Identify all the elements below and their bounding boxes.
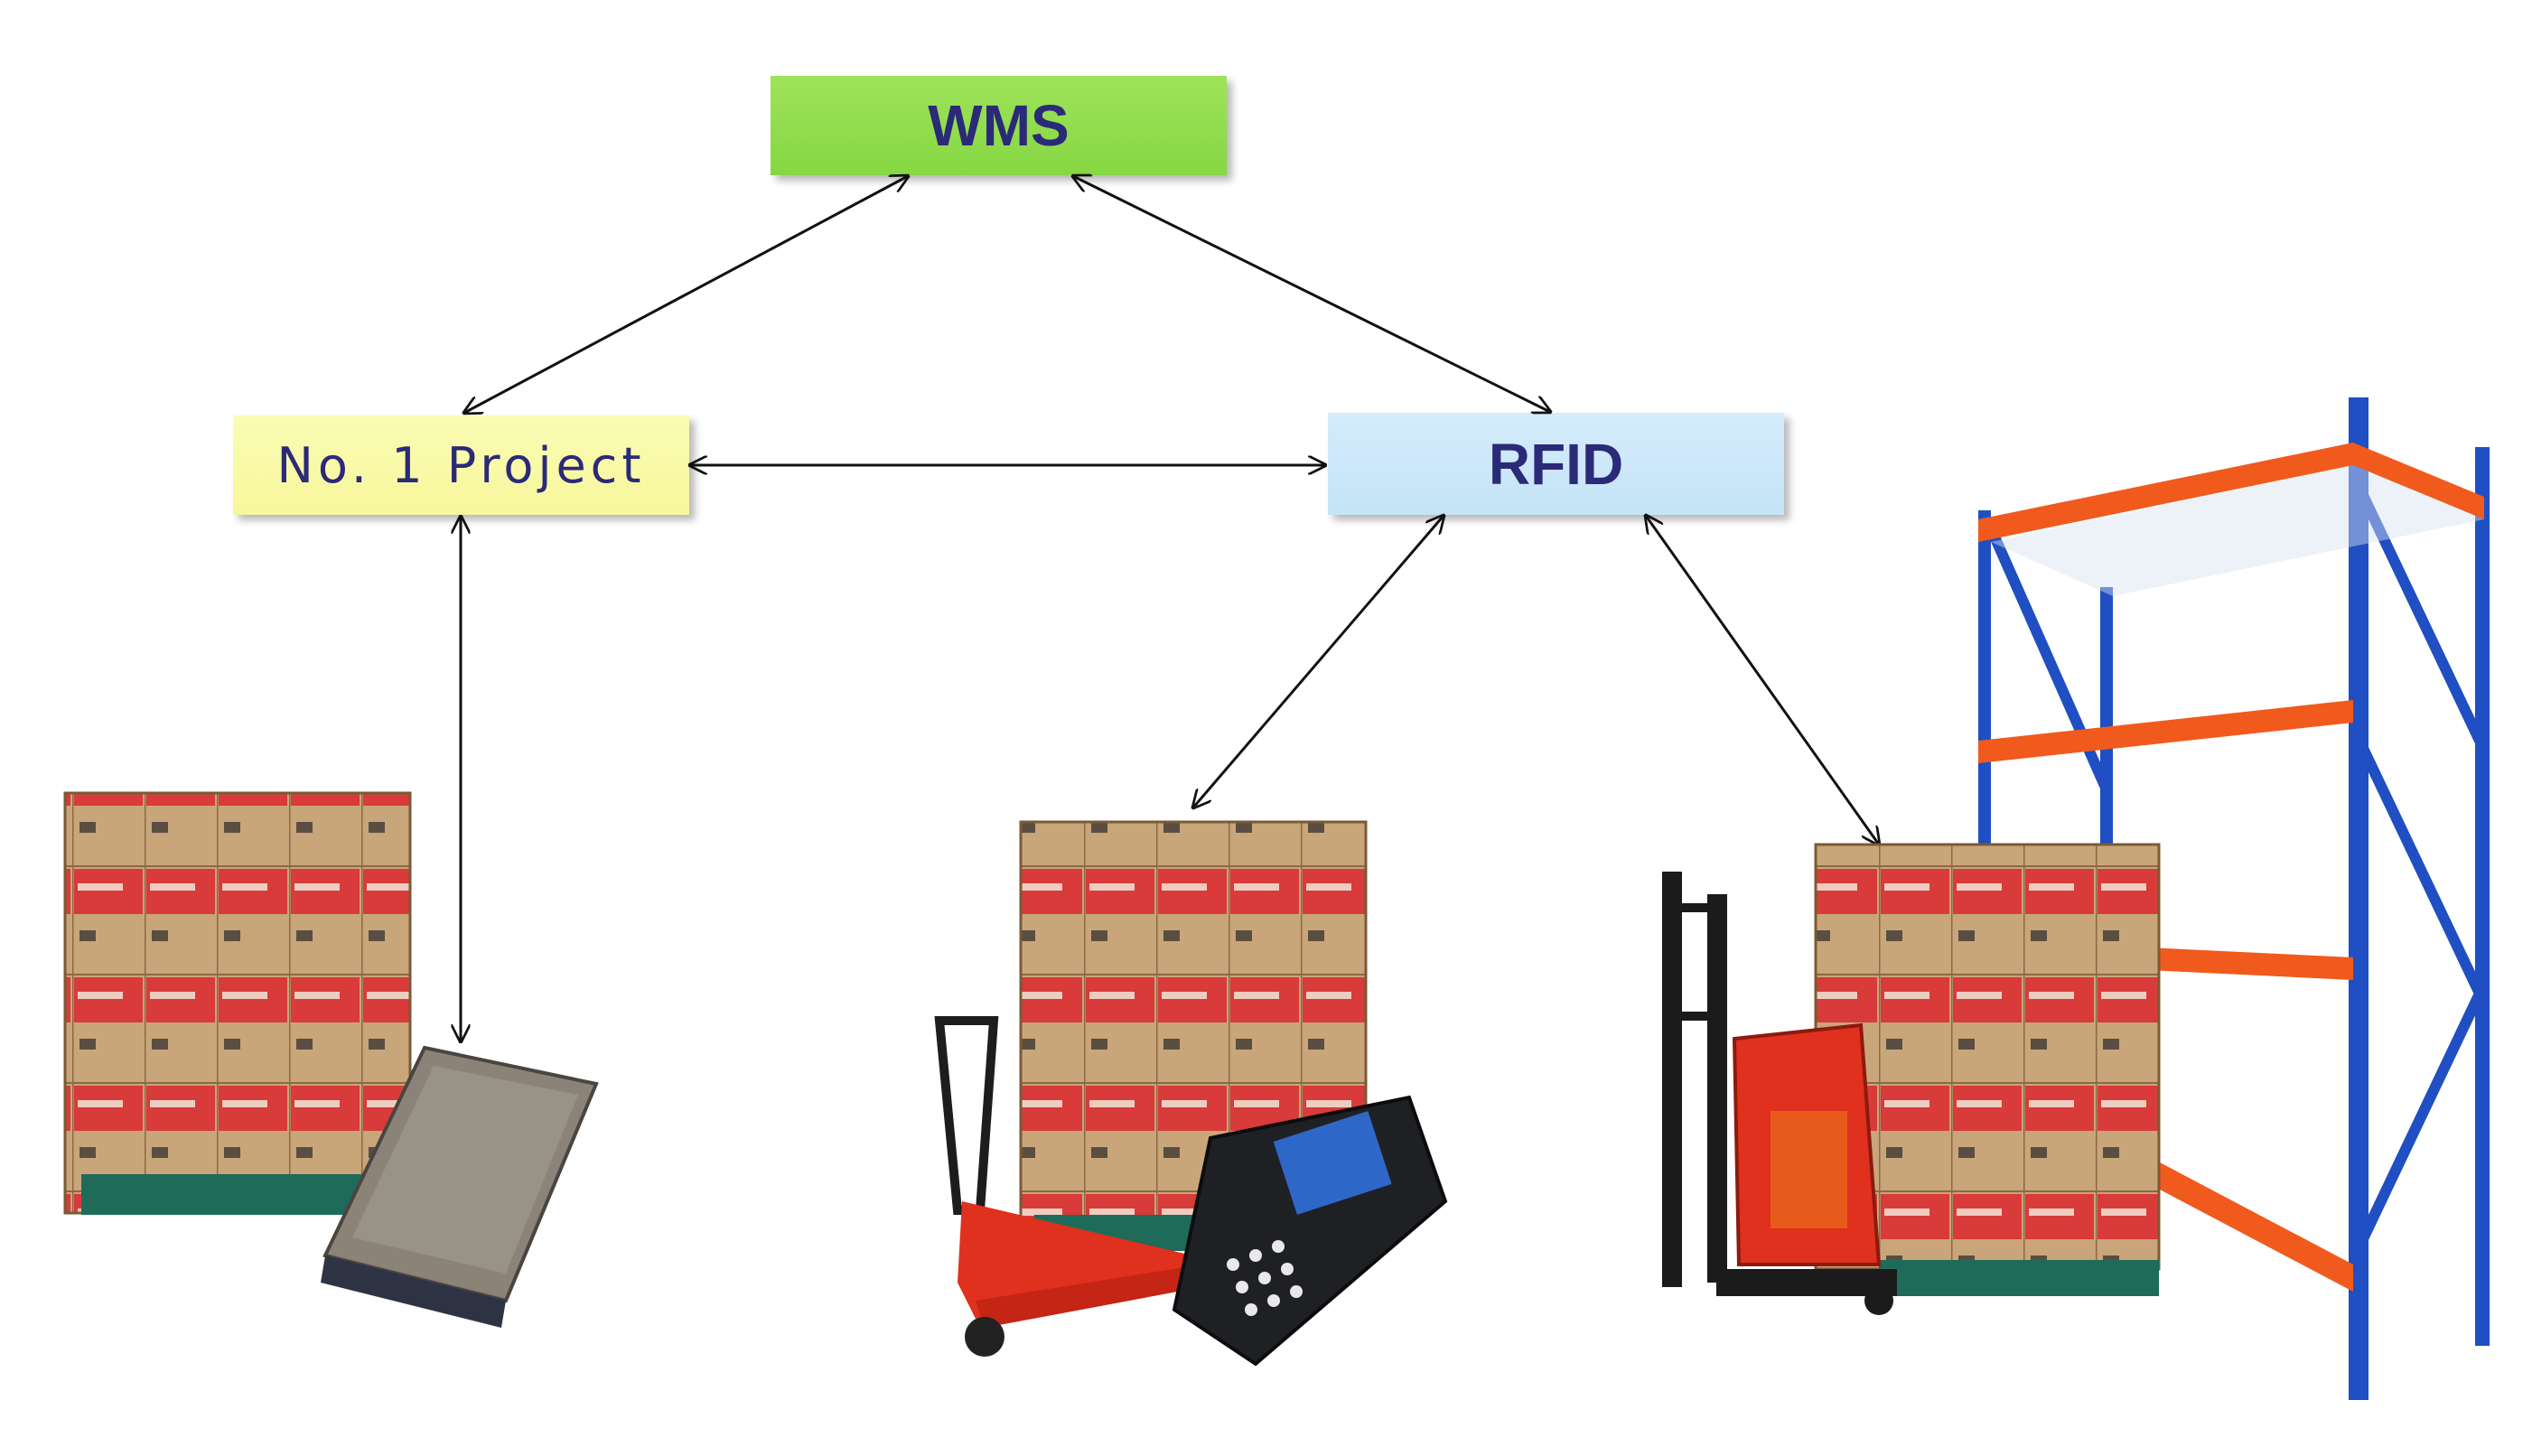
- wms-label: WMS: [928, 93, 1070, 158]
- pallet-jack-icon: [934, 1016, 1201, 1357]
- handheld-terminal-icon: [1172, 1095, 1448, 1367]
- project-label: No. 1 Project: [276, 436, 646, 494]
- rfid-label: RFID: [1488, 431, 1624, 497]
- stacker-forklift-icon: [1662, 872, 1897, 1315]
- arrow-rfid-stacker: [1646, 516, 1879, 845]
- pallet-jack-illustration: [934, 820, 1448, 1367]
- project-node: No. 1 Project: [233, 415, 689, 515]
- rfid-reader-device-icon: [321, 1045, 599, 1328]
- arrow-wms-project: [464, 176, 908, 413]
- pallet-reader-illustration: [63, 791, 599, 1328]
- arrow-rfid-handheld: [1193, 516, 1444, 807]
- arrows-group: [461, 176, 1879, 1041]
- wms-node: WMS: [771, 76, 1227, 175]
- warehouse-rack-illustration: [1662, 397, 2490, 1400]
- pallet-cartons-left: [63, 791, 412, 1215]
- arrow-wms-rfid: [1073, 176, 1550, 412]
- rfid-node: RFID: [1328, 413, 1784, 515]
